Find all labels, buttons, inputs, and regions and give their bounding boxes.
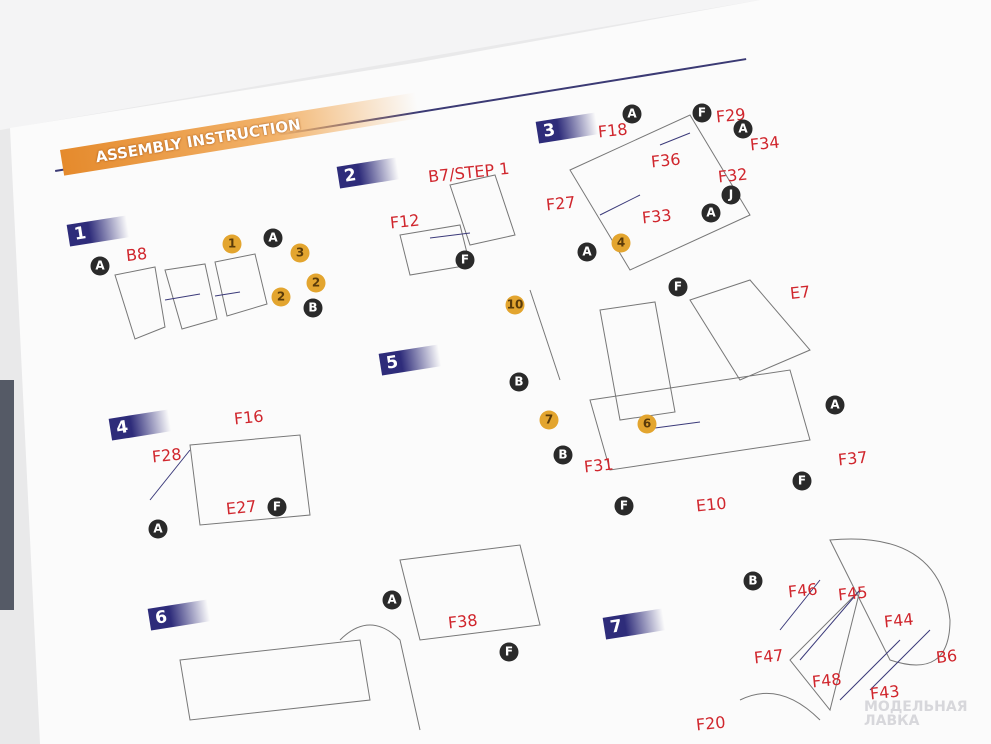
part-label: F31	[583, 454, 615, 477]
part-label: F46	[787, 579, 819, 602]
sprue-badge: F	[792, 471, 812, 491]
watermark: МОДЕЛЬНАЯ ЛАВКА	[864, 700, 968, 728]
sprue-badge: F	[455, 250, 475, 270]
sprue-edge	[0, 380, 14, 610]
sprue-badge: F	[267, 497, 287, 517]
part-label: F18	[597, 119, 629, 142]
sprue-badge: J	[721, 185, 741, 205]
watermark-line: ЛАВКА	[864, 713, 920, 729]
part-label: F47	[753, 645, 785, 668]
sprue-badge: A	[825, 395, 845, 415]
part-label: F37	[837, 447, 869, 470]
part-label: F48	[811, 669, 843, 692]
sprue-badge: A	[701, 203, 721, 223]
paint-badge: 2	[271, 287, 291, 307]
part-label: B6	[935, 645, 959, 668]
sprue-badge: F	[668, 277, 688, 297]
part-label: F16	[233, 406, 265, 429]
sprue-badge: B	[553, 445, 573, 465]
paint-badge: 7	[539, 410, 559, 430]
sprue-badge: A	[733, 119, 753, 139]
part-label: F20	[695, 712, 727, 735]
sprue-badge: A	[622, 104, 642, 124]
part-label: E7	[789, 281, 812, 304]
part-label: E10	[695, 493, 728, 516]
paint-badge: 4	[611, 233, 631, 253]
paint-badge: 3	[290, 243, 310, 263]
part-label: E27	[225, 496, 258, 519]
part-label: F44	[883, 609, 915, 632]
sprue-badge: A	[382, 590, 402, 610]
part-label: F45	[837, 582, 869, 605]
part-label: F12	[389, 210, 421, 233]
sprue-badge: A	[263, 228, 283, 248]
part-label: F28	[151, 444, 183, 467]
sprue-badge: B	[743, 571, 763, 591]
part-label: F27	[545, 192, 577, 215]
part-label: F36	[650, 149, 682, 172]
part-label: F32	[717, 164, 749, 187]
sprue-badge: F	[499, 642, 519, 662]
sprue-badge: B	[303, 298, 323, 318]
paint-badge: 6	[637, 414, 657, 434]
sprue-badge: A	[577, 242, 597, 262]
paint-badge: 10	[505, 295, 525, 315]
part-label: F33	[641, 205, 673, 228]
part-label: B8	[125, 243, 149, 266]
part-label: F34	[749, 132, 781, 155]
sprue-badge: F	[692, 103, 712, 123]
paint-badge: 1	[222, 234, 242, 254]
sprue-badge: F	[614, 496, 634, 516]
part-label: F38	[447, 610, 479, 633]
watermark-line: МОДЕЛЬНАЯ	[864, 699, 968, 715]
paint-badge: 2	[306, 273, 326, 293]
sprue-badge: A	[148, 519, 168, 539]
sprue-badge: A	[90, 256, 110, 276]
sprue-badge: B	[509, 372, 529, 392]
